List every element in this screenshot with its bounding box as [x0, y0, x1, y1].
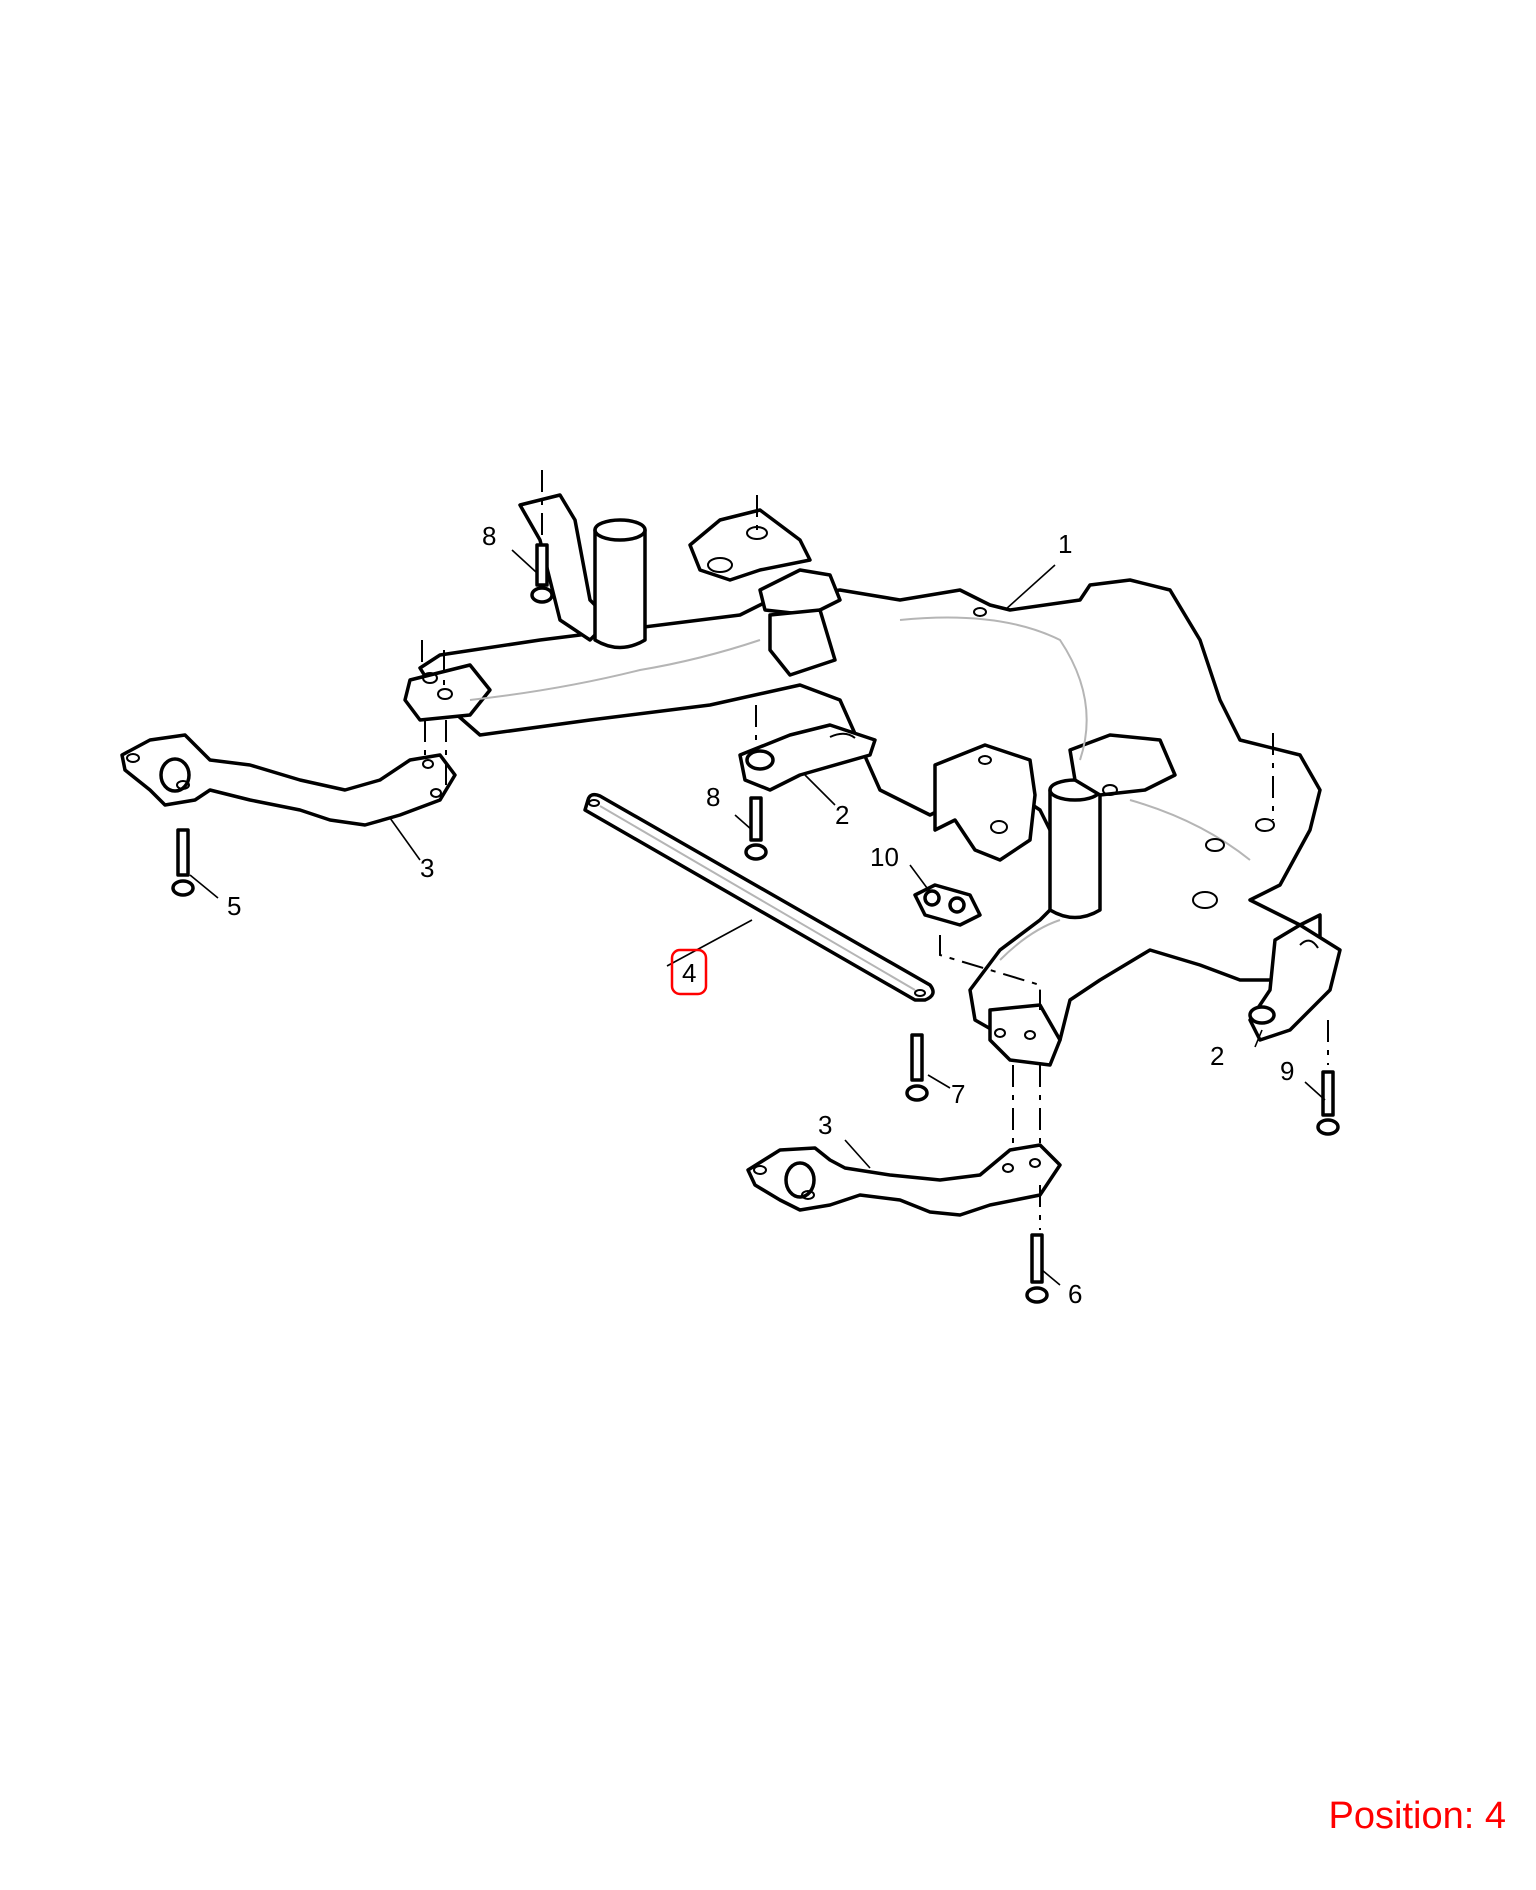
- callout-6[interactable]: 6: [1068, 1279, 1082, 1309]
- bracket-part-2-right[interactable]: [1248, 923, 1342, 1042]
- callout-9[interactable]: 9: [1280, 1056, 1294, 1086]
- crossmember-part-3-left[interactable]: [120, 733, 457, 827]
- callout-10[interactable]: 10: [870, 842, 899, 872]
- callout-3-right[interactable]: 3: [818, 1110, 832, 1140]
- brace-bar-part-4[interactable]: [583, 792, 935, 1002]
- bolt-part-6[interactable]: [1025, 1233, 1049, 1304]
- bracket-part-2-centre[interactable]: [738, 723, 877, 792]
- callout-5[interactable]: 5: [227, 891, 241, 921]
- position-label: Position: 4: [1328, 1795, 1506, 1837]
- callout-8-upper[interactable]: 8: [482, 521, 496, 551]
- bolt-part-7[interactable]: [905, 1033, 929, 1102]
- alignment-lines: [421, 470, 1329, 1230]
- plate-part-10[interactable]: [913, 883, 982, 927]
- leader-lines: [189, 549, 1326, 1286]
- bolt-part-5[interactable]: [171, 828, 195, 897]
- callout-8-lower[interactable]: 8: [706, 782, 720, 812]
- highlight-box: [670, 948, 708, 996]
- bolt-part-8-lower[interactable]: [744, 796, 768, 861]
- callout-4[interactable]: 4: [682, 958, 696, 988]
- bolt-part-9[interactable]: [1316, 1070, 1340, 1136]
- callout-1[interactable]: 1: [1058, 529, 1072, 559]
- callout-3-left[interactable]: 3: [420, 853, 434, 883]
- callout-2-right[interactable]: 2: [1210, 1041, 1224, 1071]
- callout-2-centre[interactable]: 2: [835, 800, 849, 830]
- bolt-part-8-upper[interactable]: [530, 543, 554, 604]
- crossmember-part-3-right[interactable]: [746, 1143, 1062, 1217]
- callout-7[interactable]: 7: [951, 1079, 965, 1109]
- callout-labels: 1 2 2 3 3 4 5 6 7 8 8 9 10: [227, 521, 1294, 1309]
